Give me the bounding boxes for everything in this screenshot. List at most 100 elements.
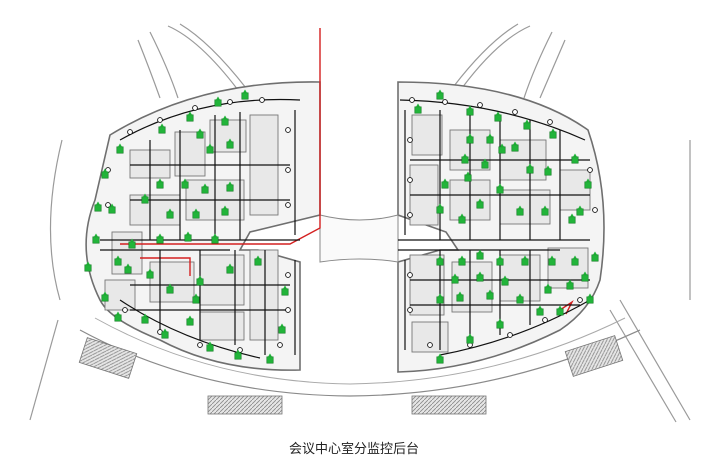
monitor-device [496,186,504,194]
monitor-device-antenna [243,89,247,93]
monitor-device [496,258,504,266]
monitor-device-antenna [468,333,472,337]
monitor-device [234,352,242,360]
monitor-device-antenna [578,205,582,209]
monitor-device [549,131,557,139]
monitor-device [241,92,249,100]
monitor-device-antenna [103,291,107,295]
monitor-device [158,126,166,134]
monitor-device-antenna [148,268,152,272]
monitor-device [544,168,552,176]
monitor-device [92,236,100,244]
monitor-device-antenna [163,328,167,332]
monitor-device [124,266,132,274]
cable-trunks [100,98,591,359]
monitor-device-antenna [460,255,464,259]
monitor-device-antenna [573,255,577,259]
monitor-device-antenna [518,293,522,297]
monitor-device [436,92,444,100]
monitor-device-antenna [143,193,147,197]
monitor-device-antenna [458,291,462,295]
monitor-device [206,344,214,352]
monitor-device-antenna [498,183,502,187]
monitor-device-antenna [570,213,574,217]
monitor-device-antenna [194,293,198,297]
monitor-devices [84,89,599,364]
monitor-device [186,114,194,122]
monitor-device-antenna [538,305,542,309]
antenna-nodes [105,97,598,353]
monitor-device-antenna [268,353,272,357]
monitor-device-antenna [198,128,202,132]
monitor-device [192,211,200,219]
monitor-device-antenna [546,283,550,287]
monitor-device [254,258,262,266]
monitor-device-antenna [438,203,442,207]
monitor-device [476,201,484,209]
monitor-device-antenna [523,255,527,259]
monitor-device [516,208,524,216]
monitor-device-antenna [116,311,120,315]
monitor-device [526,166,534,174]
right-wing-outline [397,81,605,373]
monitor-device-antenna [208,341,212,345]
monitor-device [466,108,474,116]
monitor-device [226,141,234,149]
outer-right-lines [29,139,691,423]
floor-plan [29,23,691,423]
monitor-device-antenna [466,171,470,175]
monitor-device-antenna [588,293,592,297]
monitor-device [114,258,122,266]
monitor-device-antenna [198,275,202,279]
monitor-device [181,181,189,189]
monitor-device-antenna [573,153,577,157]
monitor-device-antenna [158,178,162,182]
monitor-device [436,296,444,304]
monitor-device [486,292,494,300]
monitor-device-antenna [213,233,217,237]
monitor-device-antenna [468,133,472,137]
monitor-device-antenna [546,165,550,169]
monitor-device-antenna [463,153,467,157]
monitor-device-antenna [168,208,172,212]
monitor-device-antenna [478,271,482,275]
monitor-device [211,236,219,244]
monitor-device-antenna [186,231,190,235]
monitor-device [196,278,204,286]
monitor-device-antenna [498,318,502,322]
monitor-device-antenna [568,279,572,283]
monitor-device [156,236,164,244]
monitor-device [226,184,234,192]
red-route [120,28,574,315]
monitor-device [108,206,116,214]
monitor-device-antenna [488,289,492,293]
monitor-device-antenna [168,283,172,287]
monitor-device-antenna [280,323,284,327]
monitor-device-antenna [183,178,187,182]
monitor-device-antenna [503,275,507,279]
monitor-device [486,136,494,144]
monitor-device [436,356,444,364]
monitor-device [581,274,589,282]
monitor-device [584,181,592,189]
monitor-device [544,286,552,294]
monitor-device-antenna [478,249,482,253]
monitor-device [511,144,519,152]
monitor-device-antenna [496,111,500,115]
center-corridor [319,214,399,263]
monitor-device [278,326,286,334]
monitor-device-antenna [116,255,120,259]
monitor-device [206,146,214,154]
monitor-device [516,296,524,304]
monitor-device [571,258,579,266]
monitor-device [101,171,109,179]
lower-band-inner [94,317,626,385]
monitor-device [128,241,136,249]
monitor-device-antenna [96,201,100,205]
monitor-device-antenna [478,198,482,202]
monitor-device [141,196,149,204]
monitor-device [146,271,154,279]
monitor-device [496,321,504,329]
monitor-device [498,146,506,154]
monitor-device-antenna [208,143,212,147]
